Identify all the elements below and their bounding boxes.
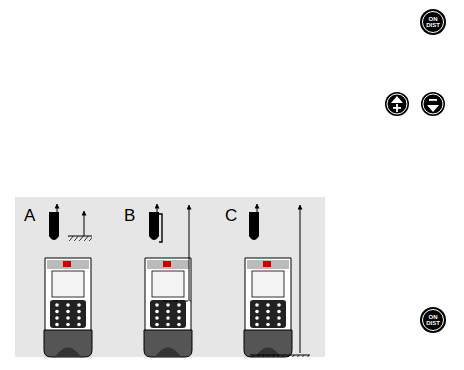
on-dist-button: ON DIST xyxy=(420,9,446,35)
reference-line xyxy=(163,301,192,302)
variant-letter: A xyxy=(24,207,35,225)
background-panel xyxy=(15,197,325,357)
button-text: ON DIST xyxy=(425,314,441,326)
plus-button xyxy=(385,92,409,116)
measure-arrow xyxy=(84,211,85,236)
meter-icon xyxy=(149,204,162,242)
meter-icon xyxy=(49,204,59,240)
distance-meter xyxy=(144,258,192,357)
minus-button xyxy=(421,92,445,116)
variant-letter: B xyxy=(124,207,135,225)
meter-icon xyxy=(249,204,259,240)
button-text: ON DIST xyxy=(425,16,441,28)
variant-letter: C xyxy=(225,207,237,225)
distance-meter xyxy=(244,258,292,357)
distance-meter xyxy=(44,258,92,357)
ground-hatch xyxy=(250,355,310,357)
ground-hatch xyxy=(68,236,92,241)
on-dist-button: ON DIST xyxy=(420,307,446,333)
measure-arrow xyxy=(189,205,190,301)
measure-arrow xyxy=(300,205,301,353)
